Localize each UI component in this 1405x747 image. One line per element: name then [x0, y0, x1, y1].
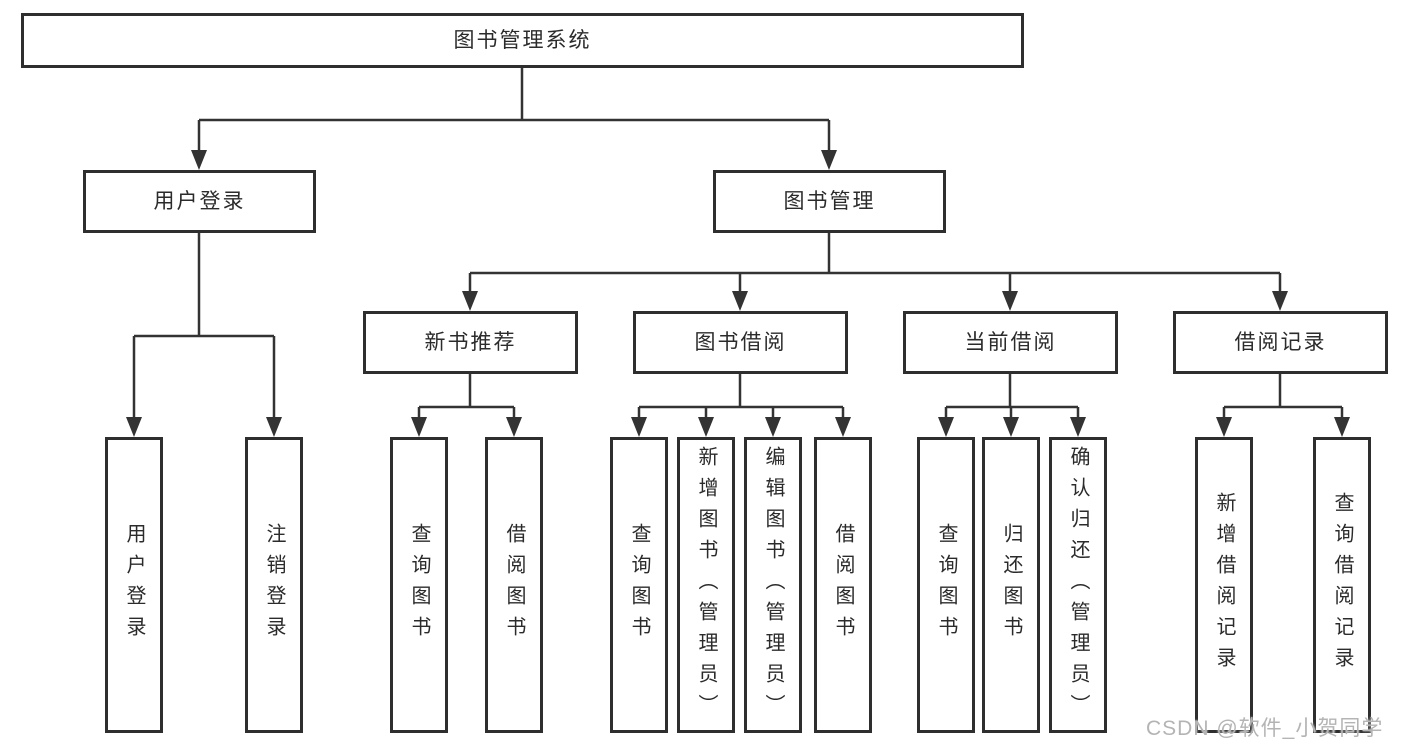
leaf-query-books-recommend: 查询图书	[390, 437, 448, 733]
node-borrowing-records: 借阅记录	[1173, 311, 1388, 374]
arrowhead	[411, 417, 522, 437]
connector-line	[637, 374, 845, 419]
node-current-borrowing: 当前借阅	[903, 311, 1118, 374]
csdn-watermark: CSDN @软件_小贺同学	[1146, 717, 1384, 740]
connector-user-login-to-leaves	[126, 233, 282, 437]
leaf-confirm-return-admin: 确认归还（管理员）	[1049, 437, 1107, 733]
leaf-add-book-admin-label: 新增图书（管理员）	[695, 445, 717, 725]
arrowhead	[1216, 417, 1350, 437]
leaf-query-books-current-label: 查询图书	[935, 523, 957, 647]
connector-book-management-to-level3	[462, 233, 1288, 311]
leaf-borrow-books-recommend: 借阅图书	[485, 437, 543, 733]
leaf-edit-book-admin-label: 编辑图书（管理员）	[762, 445, 784, 725]
leaf-query-borrow-record: 查询借阅记录	[1313, 437, 1371, 733]
leaf-borrow-books-recommend-label: 借阅图书	[503, 523, 525, 647]
leaf-add-book-admin: 新增图书（管理员）	[677, 437, 735, 733]
leaf-logout: 注销登录	[245, 437, 303, 733]
connector-borrowing-records-to-leaves	[1216, 374, 1350, 437]
node-new-book-recommend: 新书推荐	[363, 311, 578, 374]
leaf-add-borrow-record-label: 新增借阅记录	[1213, 492, 1235, 678]
leaf-edit-book-admin: 编辑图书（管理员）	[744, 437, 802, 733]
arrowhead	[191, 150, 837, 170]
leaf-logout-label: 注销登录	[263, 523, 285, 647]
leaf-user-login-label: 用户登录	[123, 523, 145, 647]
connector-line	[417, 374, 516, 419]
node-book-management-branch: 图书管理	[713, 170, 946, 233]
connector-current-borrowing-to-leaves	[938, 374, 1086, 437]
leaf-query-books-current: 查询图书	[917, 437, 975, 733]
node-library-management-system: 图书管理系统	[21, 13, 1024, 68]
node-user-login-branch: 用户登录	[83, 170, 316, 233]
leaf-borrow-books-borrowing: 借阅图书	[814, 437, 872, 733]
leaf-query-books-borrowing: 查询图书	[610, 437, 668, 733]
connector-line	[197, 68, 831, 152]
connector-root-to-level2	[191, 68, 837, 170]
leaf-user-login: 用户登录	[105, 437, 163, 733]
arrowhead	[126, 417, 282, 437]
leaf-query-books-recommend-label: 查询图书	[408, 523, 430, 647]
node-book-borrowing: 图书借阅	[633, 311, 848, 374]
connector-line	[944, 374, 1080, 419]
leaf-query-borrow-record-label: 查询借阅记录	[1331, 492, 1353, 678]
leaf-return-books-label: 归还图书	[1000, 523, 1022, 647]
arrowhead	[938, 417, 1086, 437]
leaf-confirm-return-admin-label: 确认归还（管理员）	[1067, 445, 1089, 725]
connector-line	[1222, 374, 1344, 419]
arrowhead	[462, 291, 1288, 311]
arrowhead	[631, 417, 851, 437]
leaf-return-books: 归还图书	[982, 437, 1040, 733]
connector-line	[132, 233, 276, 419]
connector-line	[468, 233, 1282, 293]
connector-new-book-recommend-to-leaves	[411, 374, 522, 437]
leaf-add-borrow-record: 新增借阅记录	[1195, 437, 1253, 733]
leaf-query-books-borrowing-label: 查询图书	[628, 523, 650, 647]
leaf-borrow-books-borrowing-label: 借阅图书	[832, 523, 854, 647]
connector-book-borrowing-to-leaves	[631, 374, 851, 437]
